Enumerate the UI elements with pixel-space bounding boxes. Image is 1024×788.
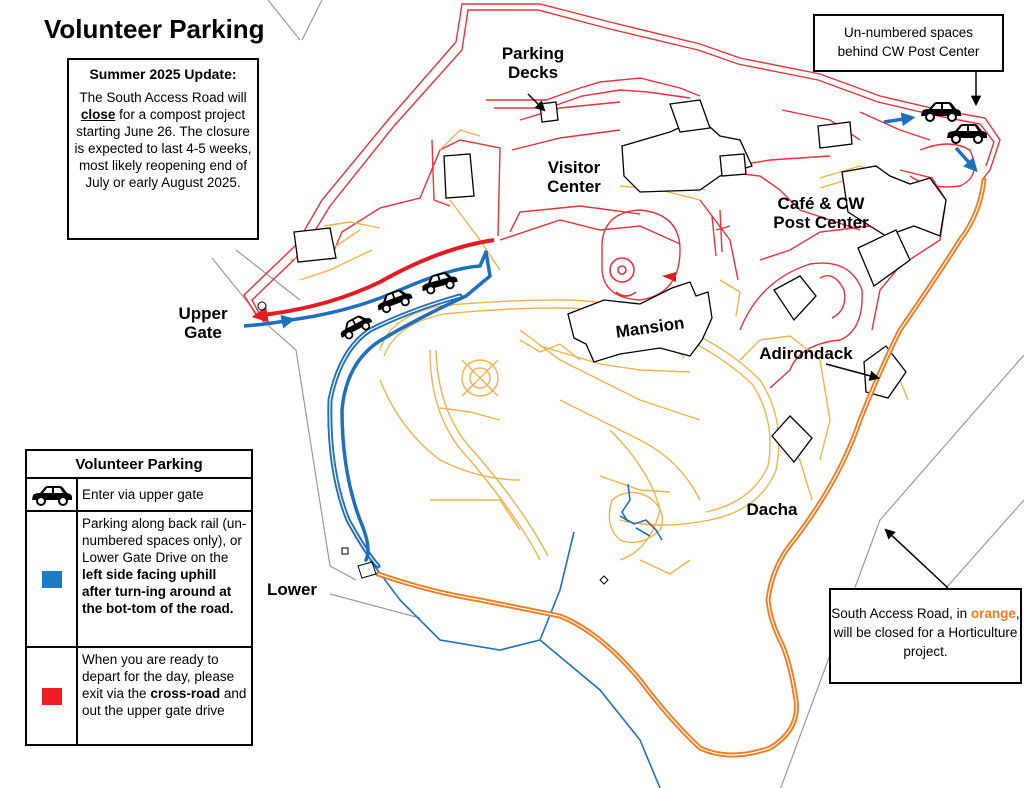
label-upper-gate-1: Upper — [178, 304, 228, 323]
south-text-end: , will be closed for a Horticulture proj… — [833, 606, 1020, 659]
south-text-start: South Access Road, in — [831, 606, 968, 621]
car-icon — [30, 484, 73, 506]
stream — [369, 531, 661, 788]
label-visitor-center-1: Visitor — [547, 158, 601, 177]
property-boundary — [211, 0, 1024, 788]
label-lower: Lower — [266, 580, 318, 599]
label-parking-decks-1: Parking — [501, 44, 565, 63]
label-cafe-2: Post Center — [773, 213, 869, 232]
legend-row-exit: When you are ready to depart for the day… — [27, 648, 251, 744]
dacha-building — [771, 415, 813, 464]
car-icon — [373, 285, 416, 316]
south-road-pointer — [884, 528, 949, 589]
fountain — [609, 257, 637, 297]
label-parking-decks-2: Decks — [507, 63, 559, 82]
label-cafe-1: Café & CW — [777, 194, 865, 213]
post-arrow-right — [883, 112, 916, 127]
legend-parking-bold: left side facing uphill after turn-ing a… — [82, 567, 234, 616]
summer-update-box: Summer 2025 Update: The South Access Roa… — [67, 58, 259, 240]
unnumbered-line-2: behind CW Post Center — [837, 44, 980, 59]
mansion-building — [567, 281, 713, 363]
update-text-start: The South Access Road will — [79, 90, 247, 105]
car-icon — [335, 310, 376, 343]
label-cafe-cw-post: Café & CW Post Center — [770, 194, 872, 232]
legend-row-enter: Enter via upper gate — [27, 479, 251, 512]
label-upper-gate: Upper Gate — [172, 304, 234, 342]
legend-exit-end: and out the upper gate drive — [82, 686, 247, 718]
label-visitor-center: Visitor Center — [540, 158, 608, 196]
south-orange-word: orange — [970, 606, 1016, 621]
unnumbered-line-1: Un-numbered spaces — [843, 25, 974, 40]
legend-exit-text: When you are ready to depart for the day… — [82, 652, 235, 701]
red-swatch — [41, 687, 62, 705]
label-visitor-center-2: Center — [547, 177, 601, 196]
legend-enter-text: Enter via upper gate — [82, 487, 204, 502]
legend-parking-text: Parking along back rail (un-numbered spa… — [82, 516, 247, 565]
upper-gate-entry-arrow — [243, 314, 296, 329]
legend: Volunteer Parking Enter via upper gate P… — [25, 449, 253, 746]
car-icon — [919, 100, 963, 122]
update-heading: Summer 2025 Update: — [89, 66, 237, 82]
parking-decks-pointer — [527, 93, 546, 112]
label-dacha: Dacha — [746, 500, 798, 519]
update-close-word: close — [80, 107, 116, 122]
label-upper-gate-2: Gate — [184, 323, 222, 342]
legend-row-parking: Parking along back rail (un-numbered spa… — [27, 512, 251, 648]
red-marker — [662, 272, 676, 282]
blue-swatch — [41, 570, 62, 588]
cafe-building — [841, 165, 947, 237]
car-icon — [945, 122, 989, 144]
update-text-end: for a compost project starting June 26. … — [74, 107, 252, 190]
label-adirondack: Adirondack — [759, 344, 853, 363]
label-parking-decks: Parking Decks — [498, 44, 568, 82]
legend-exit-bold: cross-road — [150, 686, 221, 701]
unnumbered-spaces-callout: Un-numbered spaces behind CW Post Center — [813, 14, 1004, 72]
south-access-road-callout: South Access Road, in orange, will be cl… — [829, 588, 1022, 684]
legend-title: Volunteer Parking — [27, 451, 251, 479]
post-arrow-down — [954, 146, 978, 173]
page-title: Volunteer Parking — [44, 14, 265, 44]
adirondack-pointer — [825, 363, 881, 381]
pond — [619, 483, 663, 541]
buildings — [293, 99, 947, 464]
crossroad-exit-red — [251, 238, 495, 323]
